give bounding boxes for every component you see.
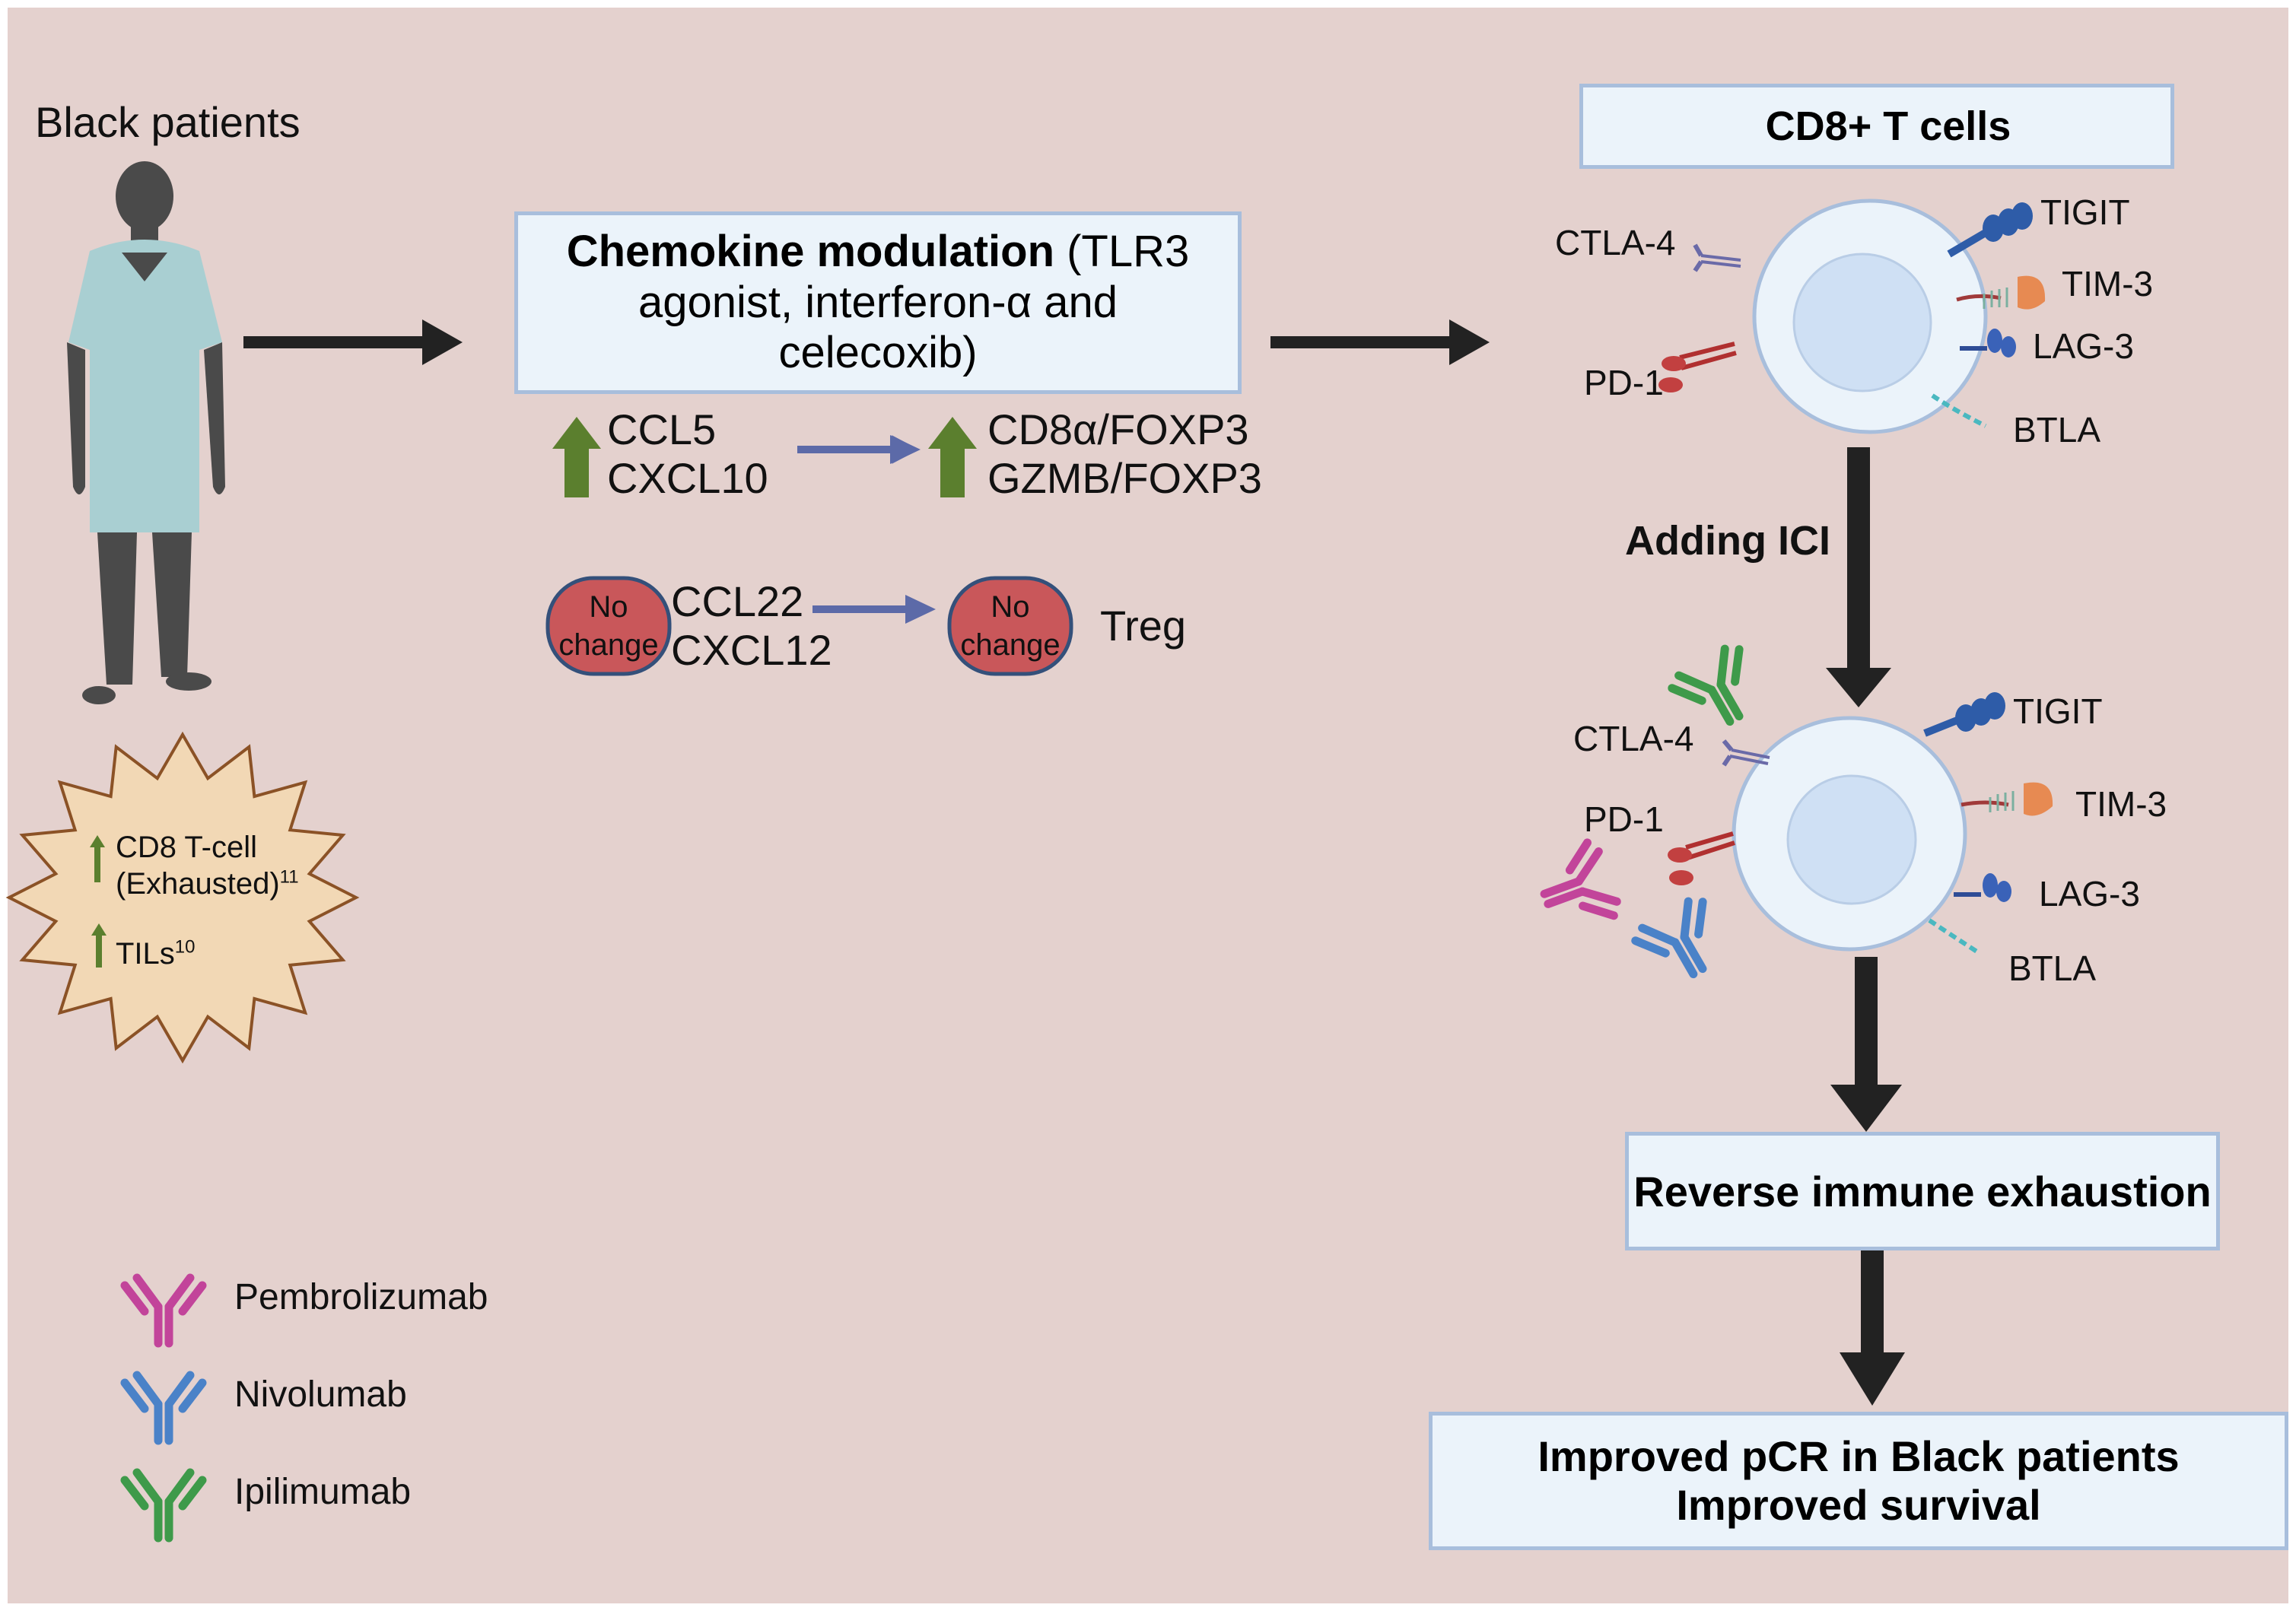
tim3-receptor-icon <box>1956 275 2046 310</box>
no-change-badge-line2: change <box>558 628 659 662</box>
treg-label: Treg <box>1100 602 1187 650</box>
burst-up-arrow-icon <box>90 835 105 882</box>
cell1-btla-label: BTLA <box>2013 410 2101 450</box>
outcome-line2: Improved survival <box>1676 1481 2041 1529</box>
tim3-receptor-icon <box>1961 782 2053 816</box>
cell1-tim3-label: TIM-3 <box>2062 264 2154 303</box>
arrow-cell2-to-reverse <box>1830 957 1902 1132</box>
t-cell-1-icon <box>1752 199 1988 434</box>
chemokine-box-title: Chemokine modulation <box>566 226 1054 276</box>
up-arrow-icon <box>928 417 977 497</box>
ctla4-receptor-icon <box>1722 739 1770 767</box>
adding-ici-label: Adding ICI <box>1625 518 1830 564</box>
cxcl12-label: CXCL12 <box>671 626 832 674</box>
no-change-badge-line1: No <box>589 590 628 624</box>
burst-exhausted-text: (Exhausted) <box>116 867 280 901</box>
arrow-patient-to-modulation <box>243 319 463 365</box>
chemokine-box-line3: celecoxib) <box>778 328 978 378</box>
legend-nivolumab-icon <box>125 1375 202 1441</box>
up-arrow-icon <box>552 417 601 497</box>
legend-nivolumab-label: Nivolumab <box>234 1374 407 1415</box>
cd8a-foxp3-label: CD8α/FOXP3 <box>987 405 1249 453</box>
ccl22-label: CCL22 <box>671 577 804 625</box>
gzmb-foxp3-label: GZMB/FOXP3 <box>987 454 1262 502</box>
cell2-tigit-label: TIGIT <box>2013 691 2103 731</box>
pembrolizumab-antibody-icon <box>1533 840 1621 936</box>
no-change-badge-shape <box>545 576 672 676</box>
lag3-receptor-icon <box>1954 873 2011 902</box>
outcome-line1: Improved pCR in Black patients <box>1538 1431 2180 1480</box>
cell1-ctla4-label: CTLA-4 <box>1555 223 1676 262</box>
cell1-lag3-label: LAG-3 <box>2033 326 2134 366</box>
legend-ipilimumab-label: Ipilimumab <box>234 1472 412 1512</box>
arrow-chemokine-to-cd8 <box>797 435 921 464</box>
pd1-receptor-icon <box>1668 831 1735 885</box>
burst-tils-text: TILs <box>116 937 175 971</box>
tigit-receptor-icon <box>1947 202 2033 258</box>
ctla4-receptor-icon <box>1693 243 1741 272</box>
no-change-badge-shape <box>947 576 1073 676</box>
chemokine-modulation-box: Chemokine modulation (TLR3 agonist, inte… <box>514 211 1242 394</box>
burst-line-exhausted: (Exhausted)11 <box>116 867 299 901</box>
patient-figure-icon <box>67 161 225 704</box>
chemokine-box-line2: agonist, interferon-α and <box>638 277 1118 327</box>
arrow-reverse-to-outcome <box>1840 1232 1905 1406</box>
legend-pembrolizumab-icon <box>125 1278 202 1343</box>
burst-line-cd8: CD8 T-cell <box>116 831 257 864</box>
cell2-lag3-label: LAG-3 <box>2039 874 2140 914</box>
ccl5-label: CCL5 <box>607 405 717 453</box>
lag3-receptor-icon <box>1960 329 2016 357</box>
nivolumab-antibody-icon <box>1632 895 1732 990</box>
legend-ipilimumab-icon <box>125 1473 202 1538</box>
btla-receptor-icon <box>1931 393 1987 428</box>
cell2-tim3-label: TIM-3 <box>2075 784 2167 824</box>
outcome-box: Improved pCR in Black patients Improved … <box>1429 1412 2288 1550</box>
tigit-receptor-icon <box>1923 692 2005 737</box>
arrow-cell1-to-cell2 <box>1826 447 1891 707</box>
cell1-tigit-label: TIGIT <box>2040 192 2130 232</box>
arrow-modulation-to-cd8 <box>1270 319 1490 365</box>
cell2-pd1-label: PD-1 <box>1584 799 1664 839</box>
cell2-btla-label: BTLA <box>2008 948 2097 988</box>
reverse-exhaustion-box: Reverse immune exhaustion <box>1625 1132 2220 1250</box>
no-change-badge-line2: change <box>960 628 1061 662</box>
burst-exhausted-ref: 11 <box>279 866 299 888</box>
legend-pembrolizumab-label: Pembrolizumab <box>234 1277 488 1317</box>
pd1-receptor-icon <box>1658 342 1737 392</box>
patient-label: Black patients <box>35 98 301 146</box>
burst-up-arrow-icon <box>91 923 107 968</box>
burst-tils-ref: 10 <box>174 936 196 958</box>
cxcl10-label: CXCL10 <box>607 454 768 502</box>
starburst-shape <box>5 731 360 1064</box>
cd8-t-cells-box: CD8+ T cells <box>1579 84 2174 169</box>
cell1-pd1-label: PD-1 <box>1584 363 1664 402</box>
arrow-chemokine-to-treg <box>813 595 936 624</box>
no-change-badge-line1: No <box>991 590 1030 624</box>
burst-line-tils: TILs10 <box>116 937 196 971</box>
cell2-ctla4-label: CTLA-4 <box>1573 719 1694 758</box>
btla-receptor-icon <box>1928 918 1980 955</box>
t-cell-2-icon <box>1732 716 1967 952</box>
chemokine-box-rest: (TLR3 <box>1054 226 1190 276</box>
